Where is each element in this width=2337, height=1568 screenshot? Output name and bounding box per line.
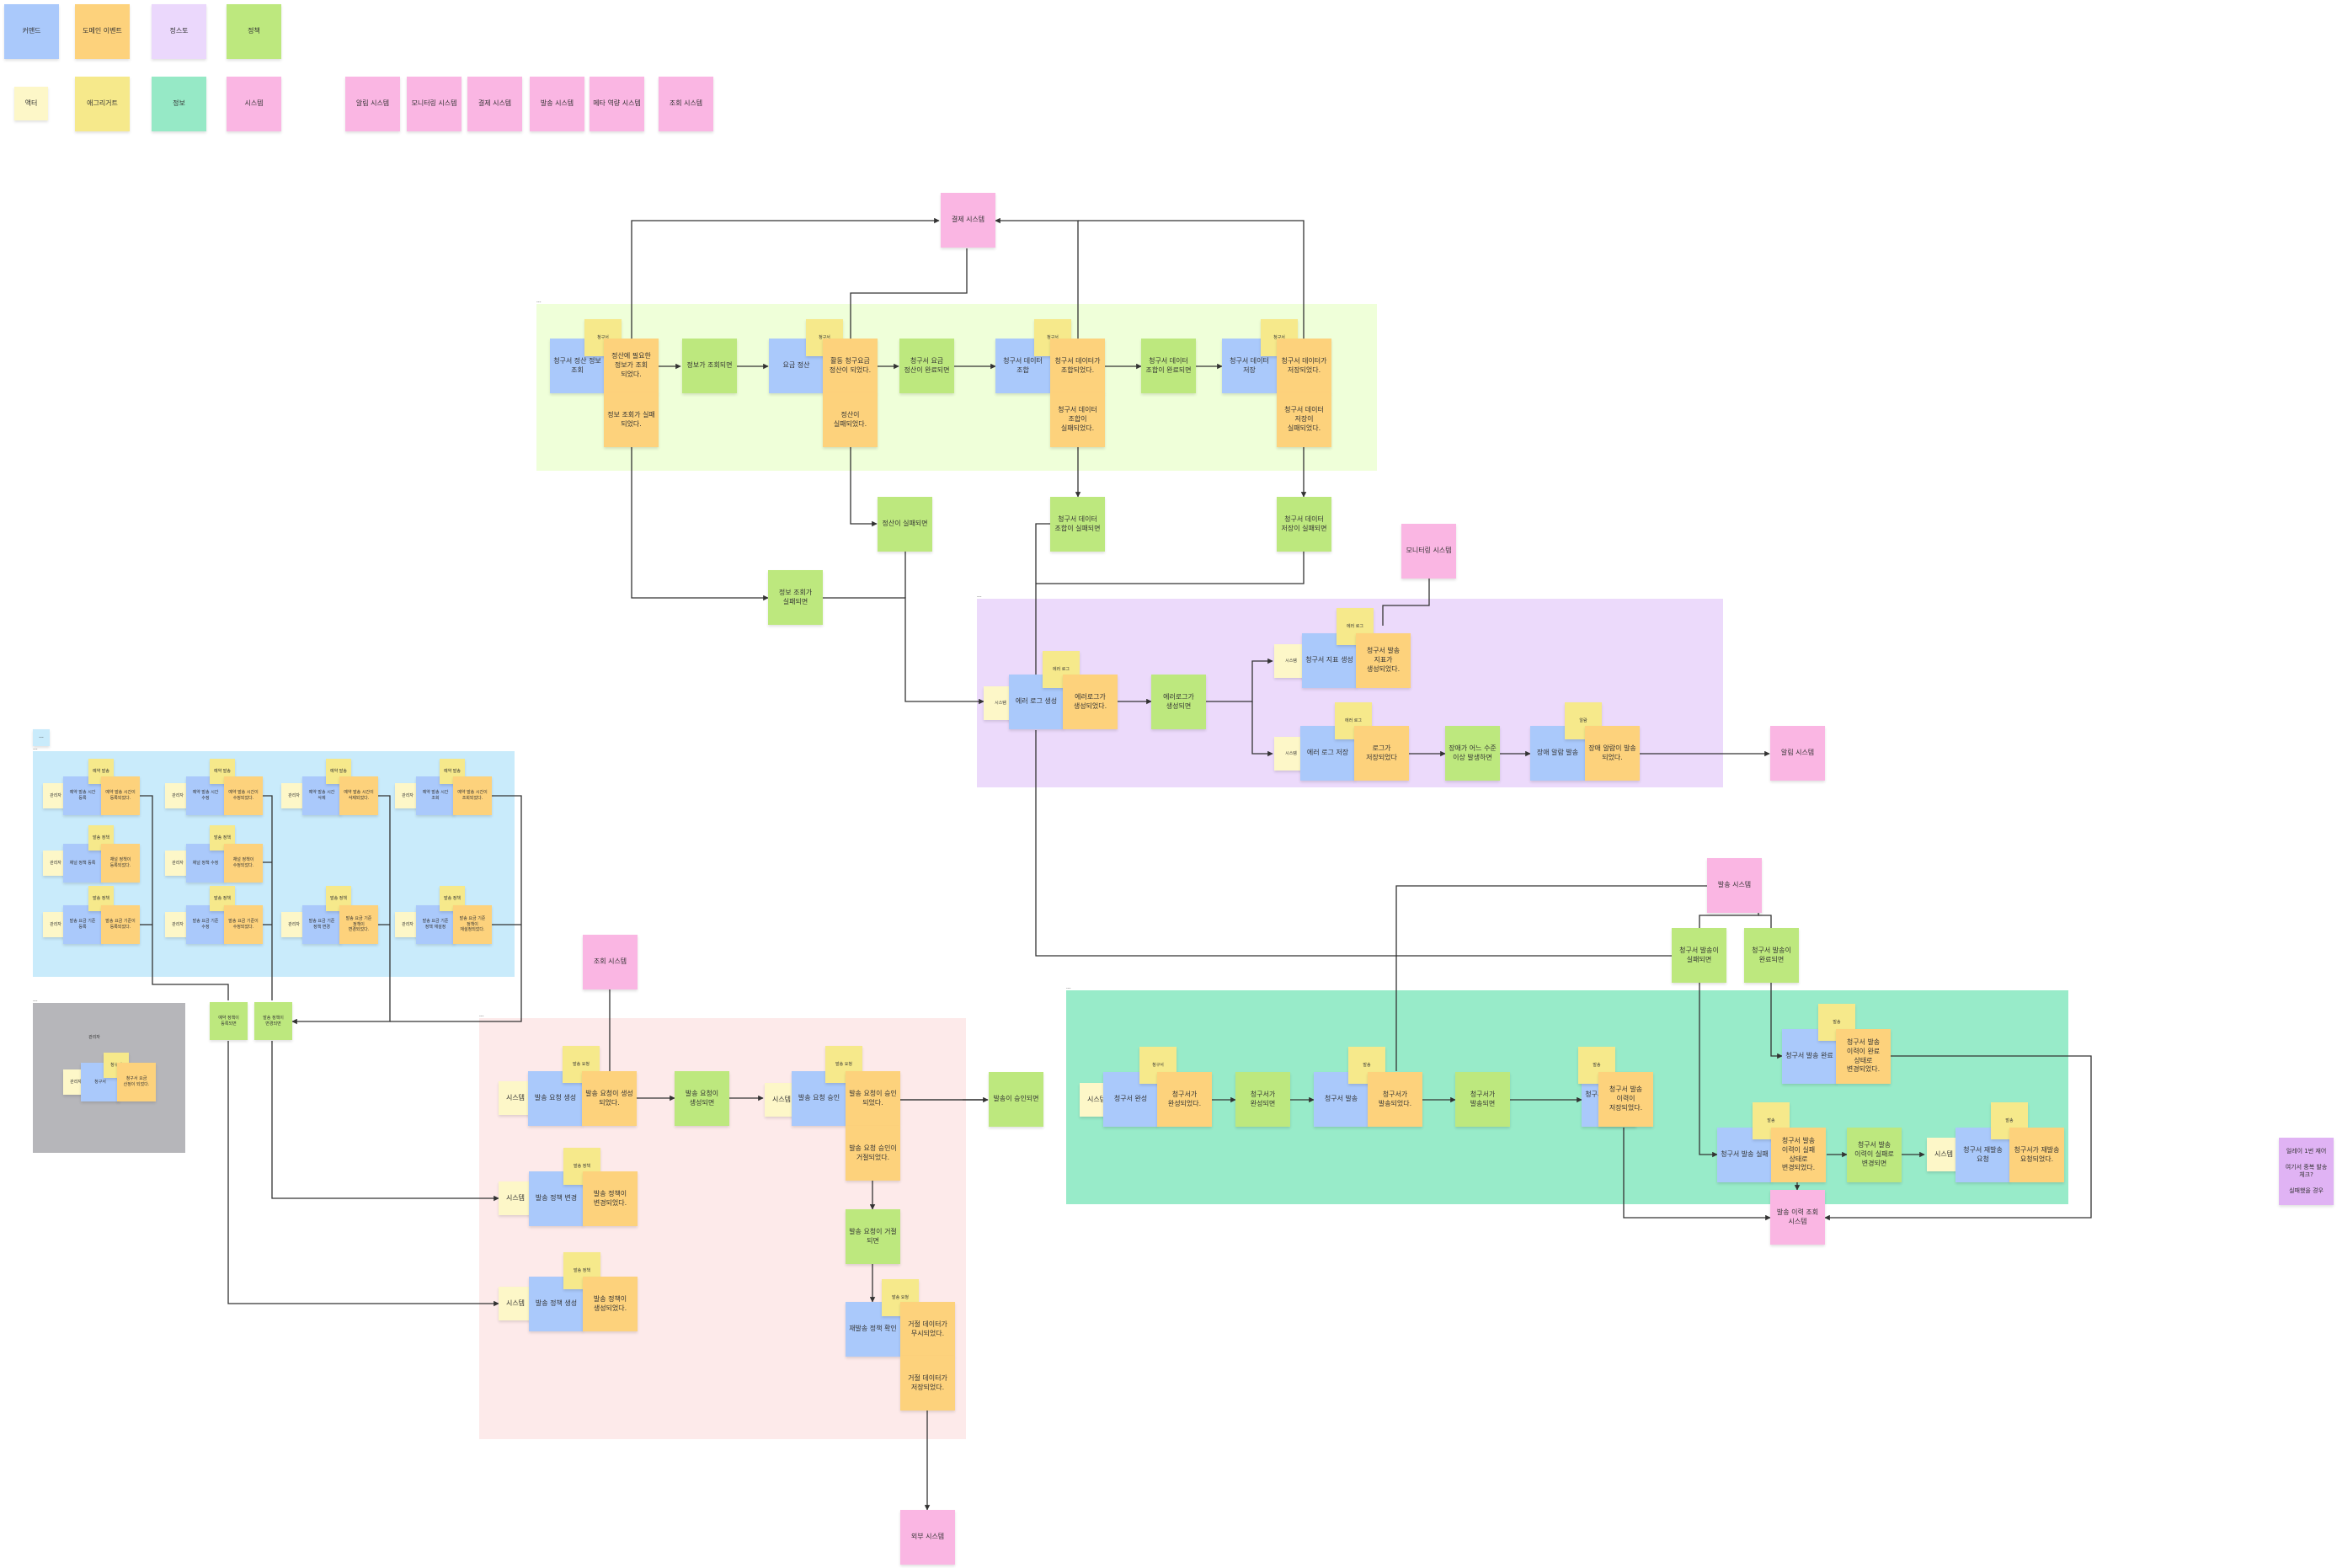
policy-combine-failed: 청구서 데이터 조합이 실패되면 [1050, 497, 1105, 552]
policy-send-policy-changed: 발송 정책이 변경되면 [254, 1002, 292, 1040]
policy-invoice-sent: 청구서가 발송되면 [1455, 1072, 1510, 1127]
event-1a: 예약 발송 시간이 등록되었다. [101, 776, 140, 815]
event-2b: 채널 정책이 수정되었다. [224, 844, 263, 883]
send-system: 발송 시스템 [1707, 858, 1762, 913]
legend-meta-system: 메타 역량 시스템 [590, 77, 644, 131]
legend-payment-system: 결제 시스템 [467, 77, 522, 131]
event-invoice-save-failed: 청구서 데이터 저장이 실패되었다. [1277, 392, 1331, 447]
cmd-1b: 예약 발송 시간 수정 [186, 776, 225, 815]
event-settlement-failed: 정산이 실패되었다. [823, 392, 878, 447]
event-invoice-resend-requested: 청구서가 재발송 요청되었다. [2009, 1128, 2064, 1182]
actor-system-r3: 시스템 [499, 1181, 532, 1215]
event-rejected-data-saved: 거절 데이터가 저장되었다. [900, 1356, 955, 1411]
event-2a: 채널 정책이 등록되었다. [101, 844, 140, 883]
policy-settlement-done: 청구서 요금 정산이 완료되면 [899, 339, 954, 393]
zone-payment-label: --- [536, 300, 542, 305]
cmd-3c: 발송 요금 기준 정책 변경 [302, 905, 341, 944]
zone-sending-label: --- [1066, 986, 1071, 991]
event-invoice-data-saved: 청구서 데이터가 저장되었다. [1277, 339, 1331, 393]
event-fee-settled: 활동 청구요금 정산이 되었다. [823, 339, 878, 393]
policy-failure-threshold: 장애가 어느 수준 이상 발생하면 [1445, 726, 1500, 781]
event-1b: 예약 발송 시간이 수정되었다. [224, 776, 263, 815]
policy-error-log-created: 에러로그가 생성되면 [1151, 675, 1206, 729]
legend-alert-system: 알림 시스템 [345, 77, 400, 131]
event-send-history-failed: 청구서 발송 이력이 실패 상태로 변경되었다. [1771, 1128, 1826, 1182]
event-invoice-metric-created: 청구서 발송 지표가 생성되었다. [1356, 633, 1411, 688]
policy-info-query-failed: 정보 조회가 실패되면 [768, 570, 823, 625]
policy-send-request-created: 발송 요청이 생성되면 [675, 1071, 729, 1126]
policy-combine-done: 청구서 데이터 조합이 완료되면 [1141, 339, 1196, 393]
agg-3d: 발송 정책 [440, 886, 465, 911]
event-send-request-created: 발송 요청이 생성 되었다. [582, 1071, 637, 1126]
event-invoice-data-combined: 청구서 데이터가 조합되었다. [1050, 339, 1105, 393]
policy-invoice-completed: 청구서가 완성되면 [1235, 1072, 1290, 1127]
sticky-note-question: 일레이 1번 재어 여기서 중복 발송 체크? 실패했을 경우 [2279, 1138, 2334, 1205]
cmd-3d: 발송 요금 기준 정책 재설정 [416, 905, 455, 944]
legend-command: 커맨드 [4, 4, 59, 59]
event-send-history-completed: 청구서 발송 이력이 완료 상태로 변경되었다. [1836, 1029, 1891, 1084]
policy-send-approved: 발송이 승인되면 [989, 1072, 1043, 1127]
event-3b: 발송 요금 기준이 수정되었다. [224, 905, 263, 944]
policy-send-history-failed: 청구서 발송 이력이 실패로 변경되면 [1847, 1128, 1902, 1182]
policy-save-failed: 청구서 데이터 저장이 실패되면 [1277, 497, 1331, 552]
event-send-history-saved: 청구서 발송 이력이 저장되었다. [1598, 1072, 1653, 1127]
legend-policy: 정책 [227, 4, 281, 59]
admin-tiny-label: --- [33, 729, 50, 746]
event-send-policy-changed: 발송 정책이 변경되었다. [583, 1171, 638, 1226]
send-history-query-system: 발송 이력 조회 시스템 [1770, 1190, 1825, 1245]
event-info-queried: 정산에 필요한 정보가 조회 되었다. [604, 339, 659, 393]
zone-monitoring-label: --- [977, 595, 982, 600]
cmd-error-log-create: 에러 로그 생성 [1009, 675, 1064, 729]
event-failure-alarm-sent: 장애 알람이 발송 되었다. [1585, 726, 1640, 781]
event-send-request-rejected: 발송 요청 승인이 거절되었다. [846, 1126, 900, 1181]
actor-system-r1: 시스템 [499, 1081, 532, 1115]
payment-system: 결제 시스템 [941, 193, 995, 248]
gray-zone-label: 관리자 [88, 1034, 100, 1040]
event-log-saved: 로그가 저장되었다 [1354, 726, 1409, 781]
legend-actor: 액터 [14, 87, 48, 120]
gray-event: 청구서 요금 산정이 되었다. [117, 1063, 156, 1101]
legend-aggregate: 애그리거트 [75, 77, 130, 131]
zone-gray-label: --- [33, 999, 38, 1004]
legend-hotspot: 정스토 [152, 4, 206, 59]
policy-settlement-failed: 정산이 실패되면 [878, 497, 932, 552]
policy-send-rejected: 발송 요청이 거절 되면 [846, 1209, 900, 1264]
cmd-1c: 예약 발송 시간 삭제 [302, 776, 341, 815]
external-system: 외부 시스템 [900, 1510, 955, 1565]
alert-system: 알림 시스템 [1770, 726, 1825, 781]
event-1d: 예약 발송 시간이 조회되었다. [453, 776, 492, 815]
legend-domain-event: 도메인 이벤트 [75, 4, 130, 59]
event-invoice-combine-failed: 청구서 데이터 조합이 실패되었다. [1050, 392, 1105, 447]
event-invoice-sent: 청구서가 발송되었다. [1368, 1072, 1422, 1127]
policy-info-queried: 정보가 조회되면 [682, 339, 737, 393]
legend-query-system: 조회 시스템 [659, 77, 713, 131]
event-3a: 발송 요금 기준이 등록되었다. [101, 905, 140, 944]
cmd-send-policy-create: 발송 정책 생성 [529, 1277, 584, 1331]
zone-admin-label: --- [33, 747, 38, 752]
policy-invoice-send-failed: 청구서 발송이 실패되면 [1672, 928, 1726, 983]
legend-monitoring-system: 모니터링 시스템 [407, 77, 462, 131]
event-3c: 발송 요금 기준 정책이 변경되었다. [339, 905, 378, 944]
actor-system-resend: 시스템 [1927, 1138, 1961, 1171]
zone-request-label: --- [479, 1014, 484, 1019]
event-send-policy-created: 발송 정책이 생성되었다. [583, 1277, 638, 1331]
event-rejected-data-ignored: 거절 데이터가 무시되었다. [900, 1302, 955, 1357]
event-3d: 발송 요금 기준 정책이 재설정되었다. [453, 905, 492, 944]
legend-system: 시스템 [227, 77, 281, 131]
event-1c: 예약 발송 시간이 삭제되었다. [339, 776, 378, 815]
policy-reservation-registered: 예약 정책이 등록되면 [210, 1002, 248, 1040]
policy-invoice-send-done: 청구서 발송이 완료되면 [1744, 928, 1799, 983]
event-send-request-approved: 발송 요청이 승인 되었다. [846, 1071, 900, 1126]
cmd-3a: 발송 요금 기준 등록 [63, 905, 102, 944]
cmd-3b: 발송 요금 기준 수정 [186, 905, 225, 944]
monitoring-system: 모니터링 시스템 [1401, 524, 1456, 579]
event-invoice-completed: 청구서가 완성되었다. [1157, 1072, 1212, 1127]
legend-send-system: 발송 시스템 [530, 77, 584, 131]
event-info-query-failed: 정보 조회가 실패 되었다. [604, 392, 659, 447]
actor-system-r4: 시스템 [499, 1287, 532, 1320]
query-system: 조회 시스템 [583, 935, 638, 989]
event-error-log-created: 에러로그가 생성되었다. [1063, 675, 1118, 729]
legend-read-model: 정보 [152, 77, 206, 131]
